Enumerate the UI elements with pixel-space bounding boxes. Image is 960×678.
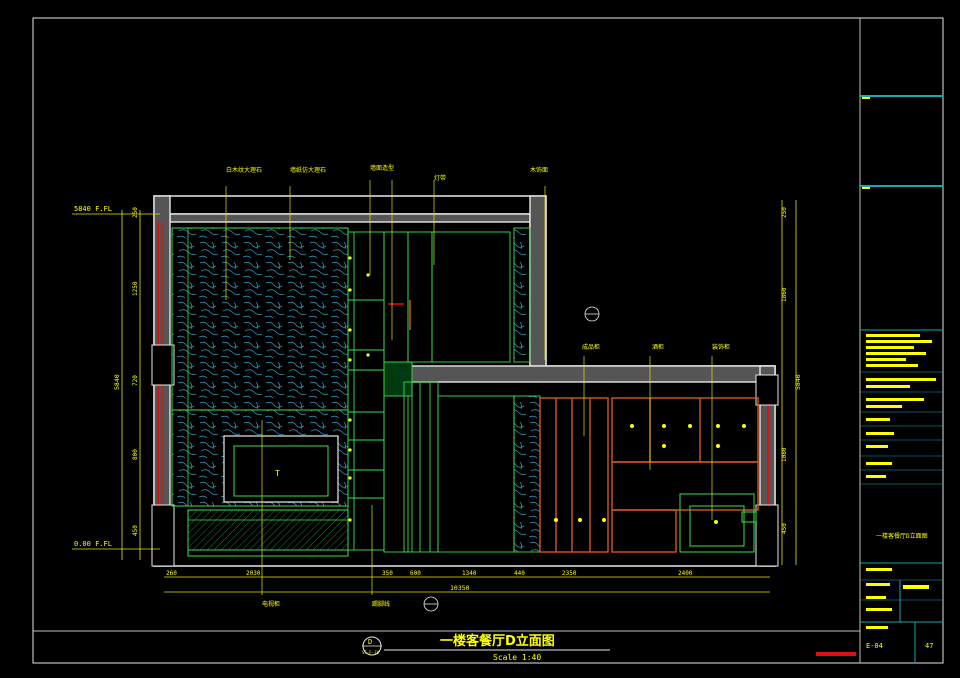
annotation-bottom-1: 电视柜: [262, 600, 280, 608]
annotation-top-2: 墙纸仿大理石: [290, 166, 326, 174]
leader-lines: [225, 180, 713, 595]
level-marker-bottom: 0.00 F.FL: [72, 540, 160, 550]
section-symbol-number: D: [368, 638, 372, 646]
drawing-title: 一楼客餐厅D立面图: [440, 633, 555, 649]
bottom-dimension-labels: 260 2030 350 600 1340 440 2350 2400: [166, 570, 693, 577]
dimension-label-bottom: 440: [514, 570, 525, 577]
svg-text:0.00 F.FL: 0.00 F.FL: [74, 540, 112, 548]
dimension-label-right: 250: [781, 207, 788, 218]
right-total-dimension: 5840: [794, 374, 802, 390]
annotation-mid-1: 成品柜: [582, 343, 600, 351]
dimension-lines: [121, 200, 797, 593]
svg-text:T: T: [275, 469, 280, 478]
dimension-label-left: 1250: [132, 281, 139, 296]
dimension-label-left: 800: [132, 449, 139, 460]
left-total-dimension: 5840: [113, 374, 121, 390]
annotation-top-1: 白木纹大理石: [226, 166, 262, 174]
tv-screen: [233, 445, 329, 497]
annotation-mid-3: 装饰柜: [712, 343, 730, 351]
svg-text:5840 F.FL: 5840 F.FL: [74, 205, 112, 213]
level-marker-top: 5840 F.FL: [72, 205, 160, 215]
drawing-scale: Scale 1:40: [493, 653, 541, 662]
annotation-top-4: 灯带: [434, 174, 446, 182]
title-block-drawing-name: 一楼客餐厅D立面图: [876, 532, 928, 540]
annotation-top-5: 木饰面: [530, 166, 548, 174]
dimension-label-right: 450: [781, 523, 788, 534]
dimension-label-right: 1080: [781, 447, 788, 462]
annotation-top-3: 墙面造型: [370, 164, 394, 172]
tv-cabinet: [187, 509, 349, 551]
dimension-label-bottom: 1340: [462, 570, 477, 577]
right-dimension-labels: 250 1860 1080 450: [781, 207, 788, 534]
annotation-bottom-2: 踢脚线: [372, 600, 390, 608]
title-block-page: 47: [925, 642, 933, 650]
display-cabinet: [539, 397, 759, 553]
section-marker: [423, 306, 600, 612]
title-block-sheet-code: E-04: [866, 642, 883, 650]
sheet-border: [32, 17, 944, 664]
dimension-label-left: 450: [132, 525, 139, 536]
dimension-label-bottom: 2030: [246, 570, 261, 577]
tv-frame: [223, 435, 339, 503]
dimension-label-left: 250: [132, 207, 139, 218]
drawing-title-block: D SF-F-18 一楼客餐厅D立面图 Scale 1:40: [362, 633, 856, 662]
section-symbol-sub: SF-F-18: [362, 650, 379, 655]
dimension-label-bottom: 350: [382, 570, 393, 577]
dimension-label-left: 720: [132, 375, 139, 386]
left-dimension-labels: 250 1250 720 800 450: [132, 207, 139, 536]
shelving-unit: [347, 227, 541, 553]
dimension-label-bottom: 260: [166, 570, 177, 577]
dimension-label-bottom: 2350: [562, 570, 577, 577]
bottom-total-dimension: 10350: [450, 584, 470, 592]
dimension-label-right: 1860: [781, 287, 788, 302]
title-block-text-lines: [866, 334, 936, 629]
annotation-mid-2: 酒柜: [652, 343, 664, 351]
dimension-label-bottom: 2400: [678, 570, 693, 577]
dimension-label-bottom: 600: [410, 570, 421, 577]
